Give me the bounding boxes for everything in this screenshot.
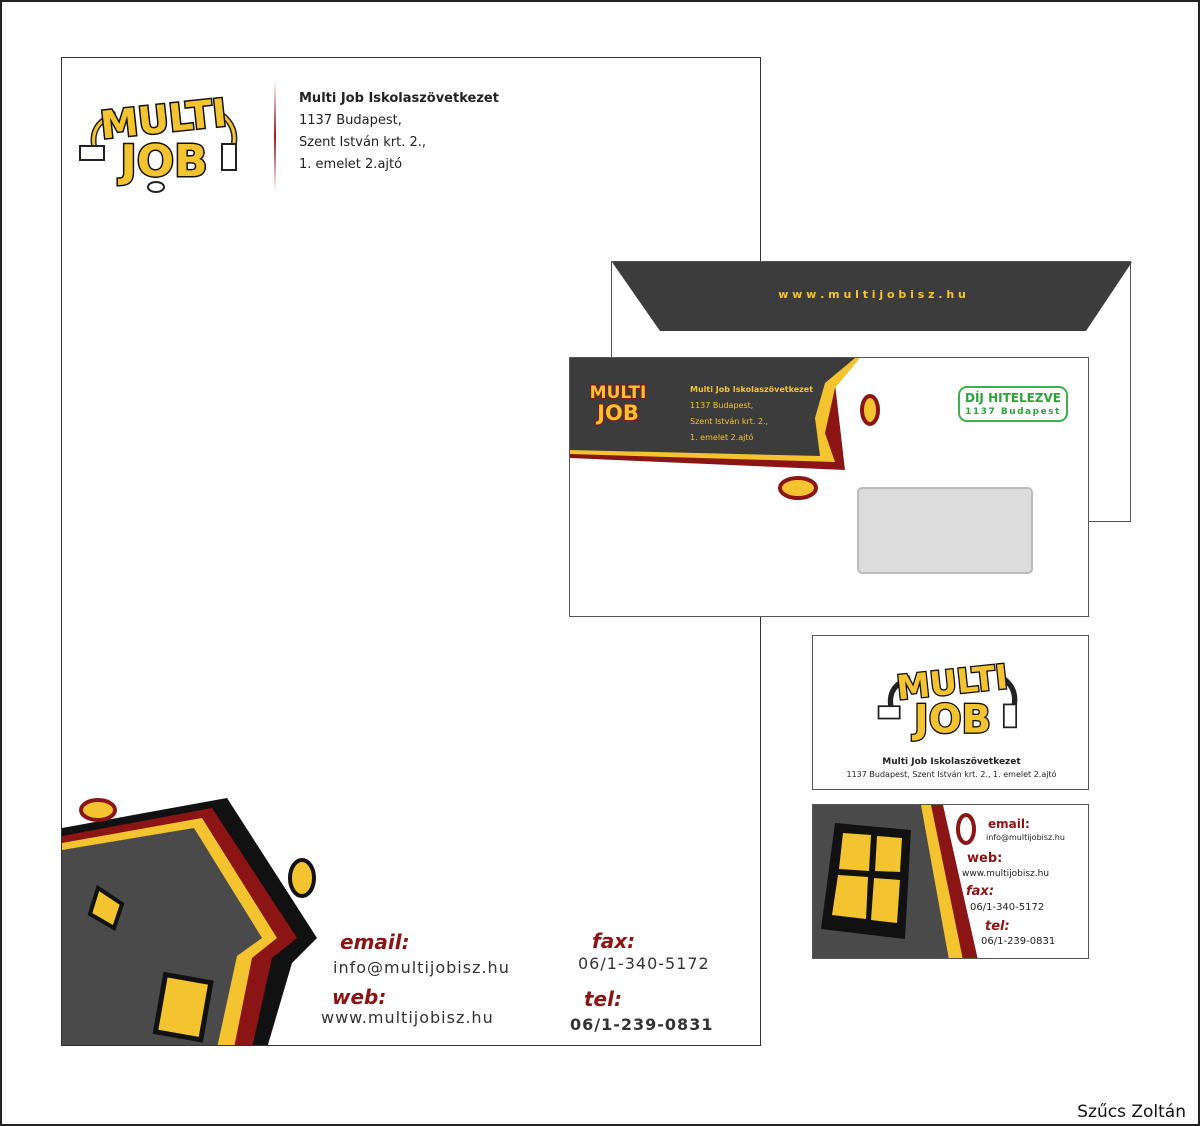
svg-text:JOB: JOB [595,401,639,425]
envelope-front: MULTI JOB Multi Job Iskolaszövetkezet 11… [569,357,1089,617]
address-line-3: 1. emelet 2.ajtó [299,157,403,172]
envelope-sender: Multi Job Iskolaszövetkezet 1137 Budapes… [690,382,813,446]
fax-label: fax: [592,929,636,953]
env-address-2: Szent István krt. 2., [690,417,769,426]
multijob-logo: MULTI JOB [79,89,238,193]
envelope-header-graphic: MULTI JOB [570,358,880,500]
postage-stamp-box: DÍJ HITELEZVE 1137 Budapest [958,386,1068,422]
address-line-2: Szent István krt. 2., [299,135,427,150]
web-label: web: [332,985,387,1009]
address-line-1: 1137 Budapest, [299,113,402,128]
card-tel: 06/1-239-0831 [981,936,1056,947]
business-card-front: MULTI JOB Multi Job Iskolaszövetkezet 11… [812,635,1089,790]
card-fax-label: fax: [966,884,995,899]
card-company-name: Multi Job Iskolaszövetkezet [882,757,1021,767]
author-signature: Szűcs Zoltán [1077,1102,1186,1122]
card-back-graphic [813,805,978,958]
company-name: Multi Job Iskolaszövetkezet [299,91,499,106]
tel-value: 06/1-239-0831 [570,1015,714,1034]
stamp-title: DÍJ HITELEZVE [965,391,1061,405]
svg-text:JOB: JOB [117,136,207,187]
tel-label: tel: [584,987,622,1011]
card-email-label: email: [988,817,1030,831]
card-tel-label: tel: [985,919,1010,934]
divider-line [274,80,276,192]
card-address: 1137 Budapest, Szent István krt. 2., 1. … [846,770,1057,779]
stamp-city: 1137 Budapest [965,407,1061,417]
svg-text:MULTI: MULTI [590,383,647,403]
web-value: www.multijobisz.hu [321,1008,494,1027]
fax-value: 06/1-340-5172 [578,954,710,973]
email-value: info@multijobisz.hu [333,958,510,977]
address-window [857,487,1033,574]
card-logo: MULTI JOB [877,656,1018,744]
envelope-flap [612,262,1132,331]
card-email: info@multijobisz.hu [986,833,1065,842]
svg-text:JOB: JOB [911,698,991,743]
house-illustration [62,798,317,1045]
email-label: email: [340,930,410,954]
card-web: www.multijobisz.hu [962,869,1050,879]
env-address-1: 1137 Budapest, [690,401,754,410]
env-company-name: Multi Job Iskolaszövetkezet [690,385,814,394]
card-web-label: web: [967,851,1003,866]
letterhead-address: Multi Job Iskolaszövetkezet 1137 Budapes… [299,88,499,176]
flap-url: w w w . m u l t i j o b i s z . h u [778,288,966,301]
card-fax: 06/1-340-5172 [970,902,1045,913]
business-card-back: email: info@multijobisz.hu web: www.mult… [812,804,1089,959]
env-address-3: 1. emelet 2.ajtó [690,433,754,442]
